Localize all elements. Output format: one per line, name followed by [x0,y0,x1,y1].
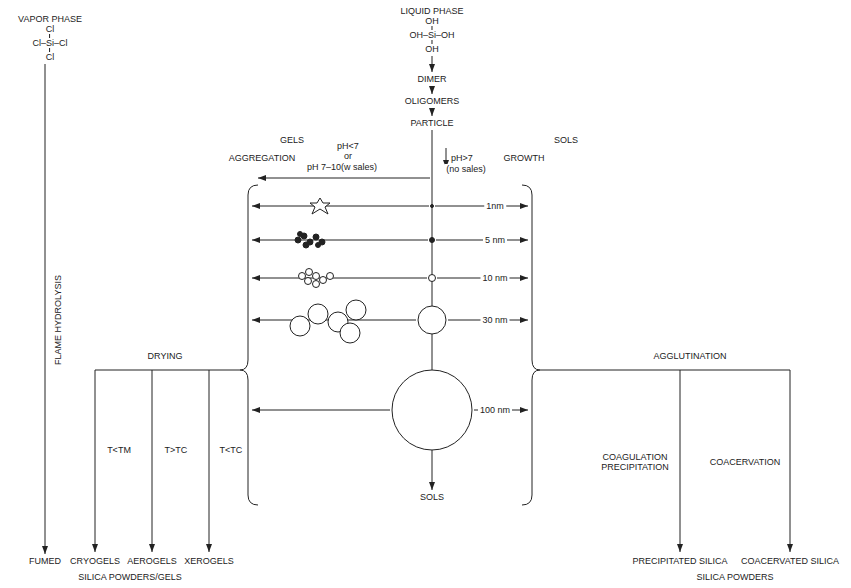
node-text: AEROGELS [127,556,177,566]
flow-arrow [45,64,46,554]
aggregate-30nm [290,300,366,343]
region-label: GELS [278,135,306,145]
size-label: 100 nm [478,405,512,415]
temperature-label: T>TC [163,445,190,455]
formula-text: OH [400,16,463,26]
drying-branch [95,370,96,552]
agglutination-line [540,370,790,371]
node-text: PRECIPITATED SILICA [632,556,727,566]
node-text: CRYOGELS [70,556,120,566]
agglutination-branch [790,370,791,552]
process-label: COAGULATION PRECIPITATION [595,452,675,472]
temperature-label: T<TM [105,445,133,455]
row-arrow [252,206,429,207]
species-node: OLIGOMERS [405,96,460,106]
product-node: CRYOGELS [70,556,120,566]
condition-label: or [342,151,354,161]
node-text: COACERVATED SILICA [741,556,839,566]
row-arrow [252,410,390,411]
product-node: COACERVATED SILICA [741,556,839,566]
row-arrow [252,278,427,279]
agglutination-branch [680,370,681,552]
aggregate-1nm [310,198,330,214]
row-arrow [435,206,528,207]
node-text: LIQUID PHASE [400,6,463,16]
process-label: COACERVATION [708,457,783,467]
node-text: VAPOR PHASE [18,14,82,24]
product-node: XEROGELS [184,556,234,566]
phase-node: VAPOR PHASEClCl–Si–ClCl [18,14,82,62]
aggregate-5nm [295,232,325,249]
formula-text: Cl [18,24,82,34]
bond-line [432,40,433,44]
edge-label: FLAME HYDROLYSIS [53,273,63,367]
bond-line [49,34,50,38]
node-text: XEROGELS [184,556,234,566]
node-text: FUMED [29,556,61,566]
formula-text: OH [400,44,463,54]
node-text: PARTICLE [410,118,453,128]
flow-arrow [432,56,433,72]
species-node: PARTICLE [410,118,453,128]
aggregate-10nm [299,269,334,288]
size-label: 10 nm [480,273,509,283]
flow-arrow [432,108,433,116]
region-label: SOLS [552,135,580,145]
gels-bracket [240,185,258,505]
particle-1nm [431,205,434,208]
condition-label: pH 7–10(w sales) [305,162,379,172]
phase-node: LIQUID PHASEOHOH–Si–OHOH [400,6,463,54]
particle-5nm [430,238,435,243]
formula-text: Cl–Si–Cl [18,38,82,48]
size-label: 1nm [484,201,506,211]
formula-text: OH–Si–OH [400,30,463,40]
process-label: AGGLUTINATION [652,351,729,361]
bond-line [432,26,433,30]
size-label: 30 nm [480,315,509,325]
temperature-label: T<TC [218,445,245,455]
product-node: PRECIPITATED SILICA [632,556,727,566]
particle-30nm [418,306,446,334]
formula-text: Cl [18,52,82,62]
flow-arrow [432,86,433,94]
product-node: FUMED [29,556,61,566]
particle-100nm [392,370,472,450]
node-text: DIMER [418,74,447,84]
species-node: DIMER [418,74,447,84]
condition-label: (no sales) [444,164,488,174]
process-label: DRYING [146,351,185,361]
product-node: AEROGELS [127,556,177,566]
product-node: SOLS [420,492,444,502]
process-label: AGGREGATION [227,153,297,163]
drying-branch [209,370,210,552]
node-text: OLIGOMERS [405,96,460,106]
aggregation-arrow [258,178,430,179]
sols-bracket [522,185,540,505]
condition-label: pH>7 [449,153,475,163]
condition-label: pH<7 [335,141,361,151]
group-label: SILICA POWDERS [694,572,775,582]
bond-line [49,48,50,52]
size-label: 5 nm [483,235,507,245]
node-text: SOLS [420,492,444,502]
drying-branch [152,370,153,552]
group-label: SILICA POWDERS/GELS [76,572,184,582]
row-arrow [252,240,428,241]
process-label: GROWTH [502,153,547,163]
particle-10nm [429,275,436,282]
drying-line [95,370,240,371]
